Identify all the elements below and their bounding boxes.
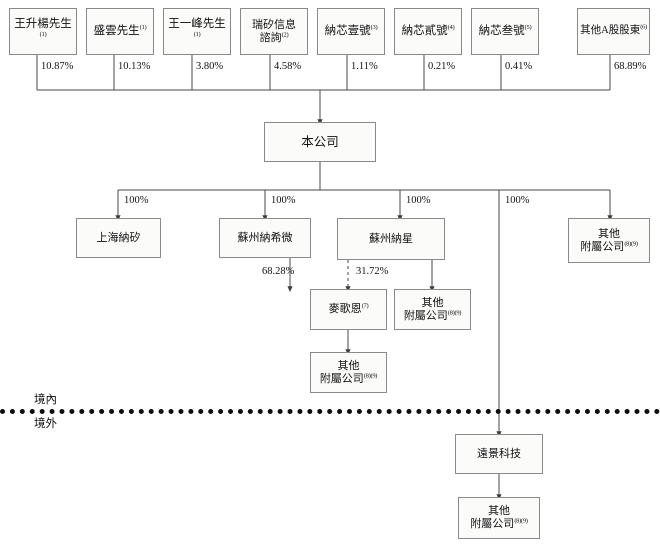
shareholder-name-8: 其他A股股東 <box>580 25 641 37</box>
pct-shareholder-5: 1.11% <box>351 61 378 72</box>
shareholder-name-3: 王一峰先生 <box>168 18 226 31</box>
shareholder-note-4: (2) <box>281 30 289 38</box>
shareholder-name-4: 瑞矽信息 諮詢 <box>252 18 296 44</box>
pct-shareholder-2: 10.13% <box>118 61 151 72</box>
other-affiliates-under-maigeen-name: 其他 附屬公司 <box>319 359 364 385</box>
shareholder-note-8: (6) <box>640 23 647 31</box>
other-affiliates-under-naxing-name: 其他 附屬公司 <box>403 296 448 322</box>
shareholder-note-1: (1) <box>39 30 47 38</box>
pct-shareholder-7: 0.41% <box>505 61 533 72</box>
subsidiary-note-4: (8)(9) <box>624 239 638 247</box>
subsidiary-box-suzhou-naxiwei: 蘇州納希微 <box>219 218 311 258</box>
shareholder-note-2: (1) <box>139 24 147 32</box>
subsidiary-box-suzhou-naxing: 蘇州納星 <box>337 218 445 260</box>
shareholder-box-1: 王升楊先生(1) <box>9 8 77 55</box>
shareholder-name-6: 納芯貳號 <box>401 24 448 37</box>
pct-shareholder-4: 4.58% <box>274 61 302 72</box>
shareholder-note-7: (5) <box>524 24 532 32</box>
shareholder-name-5: 納芯壹號 <box>324 24 371 37</box>
shareholder-box-3: 王一峰先生(1) <box>163 8 231 55</box>
subsidiary-name-2: 蘇州納希微 <box>237 231 293 244</box>
other-affiliates-under-naxing-note: (8)(9) <box>447 308 462 316</box>
maigeen-note: (7) <box>361 302 369 310</box>
shareholder-box-4: 瑞矽信息 諮詢(2) <box>240 8 308 55</box>
shareholder-name-1: 王升楊先生 <box>14 18 72 31</box>
other-affiliates-under-yuanjing-name: 其他 附屬公司 <box>470 505 515 530</box>
pct-maigeen-minority: 31.72% <box>356 266 389 277</box>
zone-label-overseas: 境外 <box>34 418 57 430</box>
maigeen-box: 麥歌恩(7) <box>310 289 387 330</box>
other-affiliates-under-yuanjing-note: (8)(9) <box>514 517 528 525</box>
pct-offshore-branch: 100% <box>505 195 530 206</box>
company-box: 本公司 <box>264 122 376 162</box>
yuanjing-box: 遠景科技 <box>455 434 543 474</box>
shareholder-note-6: (4) <box>447 24 455 32</box>
pct-shareholder-8: 68.89% <box>614 61 647 72</box>
subsidiary-name-4: 其他 附屬公司 <box>580 227 625 253</box>
jurisdiction-border-line <box>0 409 660 414</box>
yuanjing-name: 遠景科技 <box>477 447 521 460</box>
subsidiary-name-1: 上海納矽 <box>96 231 141 244</box>
company-name: 本公司 <box>301 134 339 149</box>
subsidiary-name-3: 蘇州納星 <box>369 232 413 245</box>
maigeen-name: 麥歌恩 <box>328 303 362 316</box>
shareholder-name-7: 納芯叁號 <box>478 24 525 37</box>
other-affiliates-under-maigeen-box: 其他 附屬公司(8)(9) <box>310 352 387 393</box>
pct-shareholder-1: 10.87% <box>41 61 74 72</box>
shareholder-note-3: (1) <box>193 30 201 38</box>
shareholder-box-7: 納芯叁號(5) <box>471 8 539 55</box>
shareholder-box-8: 其他A股股東(6) <box>577 8 650 55</box>
zone-label-domestic: 境內 <box>34 394 57 406</box>
other-affiliates-under-maigeen-note: (8)(9) <box>363 371 378 379</box>
pct-shareholder-6: 0.21% <box>428 61 456 72</box>
pct-maigeen-majority: 68.28% <box>262 266 295 277</box>
pct-subsidiary-1: 100% <box>124 195 149 206</box>
shareholder-box-6: 納芯貳號(4) <box>394 8 462 55</box>
subsidiary-box-other-affiliates-top: 其他 附屬公司(8)(9) <box>568 218 650 263</box>
other-affiliates-under-yuanjing-box: 其他 附屬公司(8)(9) <box>458 497 540 539</box>
shareholder-note-5: (3) <box>370 24 378 32</box>
shareholder-box-5: 納芯壹號(3) <box>317 8 385 55</box>
other-affiliates-under-naxing-box: 其他 附屬公司(8)(9) <box>394 289 471 330</box>
shareholder-box-2: 盛雲先生(1) <box>86 8 154 55</box>
pct-subsidiary-3: 100% <box>406 195 431 206</box>
subsidiary-box-shanghai-naxi: 上海納矽 <box>76 218 161 258</box>
pct-shareholder-3: 3.80% <box>196 61 224 72</box>
pct-subsidiary-2: 100% <box>271 195 296 206</box>
shareholder-name-2: 盛雲先生 <box>93 24 140 37</box>
